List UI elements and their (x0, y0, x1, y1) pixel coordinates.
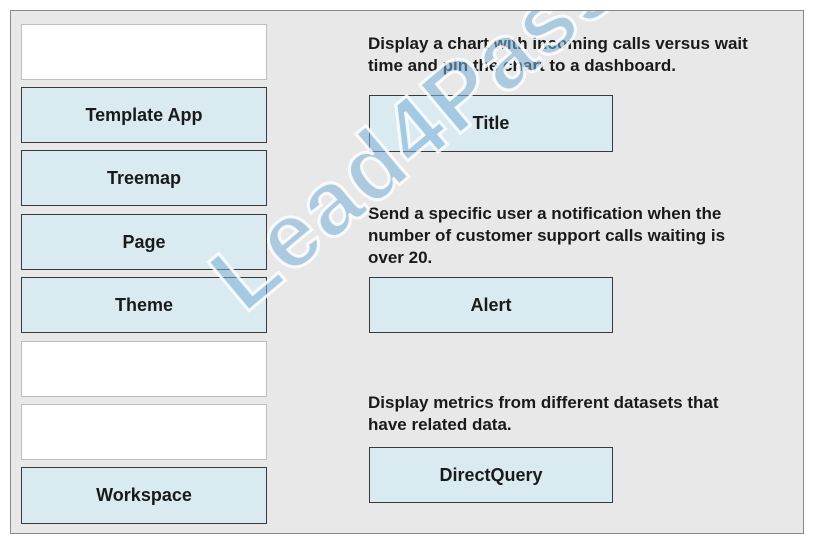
option-page[interactable]: Page (21, 214, 267, 270)
option-label: Treemap (106, 167, 182, 188)
answer-target-1[interactable]: Title (369, 95, 613, 152)
option-slot-empty (21, 404, 267, 460)
answer-label: Title (472, 113, 510, 133)
option-slot-empty (21, 341, 267, 397)
answer-target-3[interactable]: DirectQuery (369, 447, 613, 503)
answer-label: Alert (470, 294, 512, 315)
option-label: Workspace (96, 485, 192, 505)
question-2-prompt: Send a specific user a notification when… (368, 204, 726, 267)
option-label: Page (122, 231, 166, 252)
option-theme[interactable]: Theme (21, 277, 267, 333)
option-label: Theme (114, 294, 174, 315)
option-template-app[interactable]: Template App (21, 87, 267, 143)
drag-drop-panel: Template App Treemap Page Theme Workspac… (10, 10, 804, 534)
option-slot-empty (21, 24, 267, 80)
option-treemap[interactable]: Treemap (21, 150, 267, 206)
question-3-prompt: Display metrics from different datasets … (368, 393, 719, 434)
option-workspace[interactable]: Workspace (21, 467, 267, 524)
answer-label: DirectQuery (439, 464, 543, 485)
question-1-prompt: Display a chart with incoming calls vers… (368, 34, 748, 75)
option-label: Template App (85, 104, 203, 125)
answer-target-2[interactable]: Alert (369, 277, 613, 333)
